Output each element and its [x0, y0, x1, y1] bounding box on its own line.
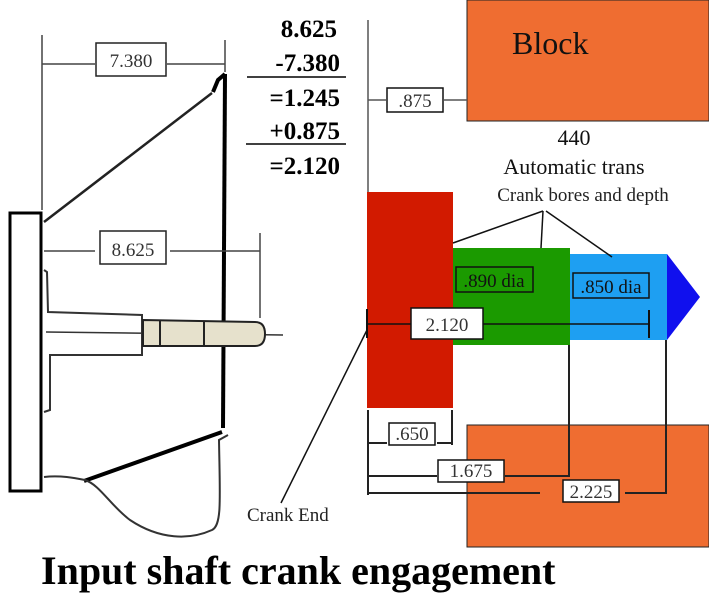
crank-flange: [367, 192, 453, 408]
dim-650-text: .650: [395, 424, 428, 445]
block-top: [466, 0, 709, 122]
shaft-housing: [43, 269, 143, 413]
bore-850-box: [572, 272, 650, 299]
dim-8625-text: 8.625: [112, 240, 155, 261]
calc-line-3: =1.245: [270, 85, 341, 112]
bore-850-label: .850 dia: [580, 277, 642, 298]
oil-pan: [43, 434, 229, 538]
bellhousing-lower-edge: [83, 430, 223, 483]
dim-2225-text: 2.225: [570, 482, 613, 503]
crank-bore-tip: [667, 254, 700, 340]
bores-leader-2: [540, 210, 544, 249]
crank-end-leader: [280, 329, 368, 504]
dim-2225-box: [562, 479, 620, 503]
crank-end-label: Crank End: [247, 505, 329, 526]
calc-line-4: +0.875: [270, 118, 341, 145]
diagram-title: Input shaft crank engagement: [41, 548, 556, 593]
block-label: Block: [512, 25, 588, 61]
dim-875-box: [386, 87, 444, 113]
dim-650-box: [388, 422, 436, 446]
bellhousing-top-lip: [211, 72, 227, 93]
adapter-plate: [8, 211, 43, 493]
crank-bore-850: [570, 254, 667, 340]
bore-890-box: [455, 266, 534, 293]
bellhousing-upper-edge: [43, 92, 213, 223]
crank-bores-label: Crank bores and depth: [497, 185, 669, 206]
calc-line-5: =2.120: [270, 153, 341, 180]
dim-875-text: .875: [398, 91, 431, 112]
dim-8625-box: [99, 230, 167, 265]
dim-2120-box: [410, 307, 484, 340]
calc-line-2: -7.380: [275, 50, 340, 77]
dim-1675-text: 1.675: [450, 461, 493, 482]
dim-7380-box: [95, 42, 167, 77]
calc-line-1: 8.625: [281, 16, 337, 43]
dim-1675-box: [437, 459, 505, 483]
bore-890-label: .890 dia: [463, 271, 525, 292]
trans-model: 440: [558, 125, 591, 150]
trans-type: Automatic trans: [503, 154, 644, 179]
bores-leader-3: [545, 210, 613, 258]
dim-2120-text: 2.120: [426, 315, 469, 336]
bores-leader-1: [452, 210, 544, 244]
dim-7380-text: 7.380: [110, 51, 153, 72]
